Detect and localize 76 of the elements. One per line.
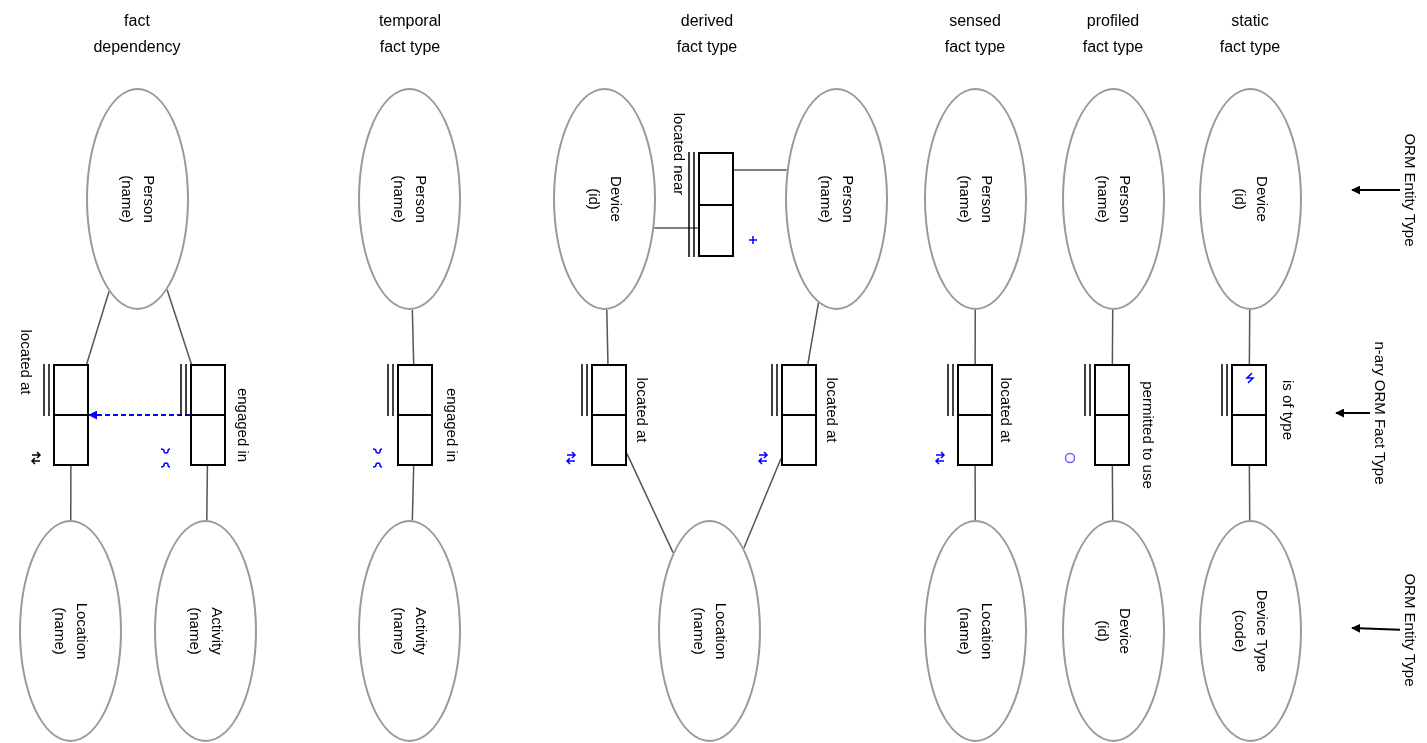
column-heading: static fact type bbox=[1219, 11, 1281, 57]
connector-line bbox=[1248, 465, 1251, 521]
role-label: located at bbox=[998, 377, 1014, 443]
entity-label: Person (name) bbox=[117, 174, 159, 225]
fact-type-box bbox=[397, 364, 433, 466]
connector-line bbox=[1248, 309, 1251, 365]
entity-label: Location (name) bbox=[689, 601, 731, 661]
connector-line bbox=[1111, 309, 1114, 365]
role-label: located near bbox=[671, 112, 687, 196]
entity-ellipse bbox=[924, 520, 1027, 742]
entity-ellipse bbox=[86, 88, 189, 310]
annotation-label: ORM Entity Type bbox=[1402, 573, 1418, 687]
connector-line bbox=[653, 227, 699, 229]
role-label: located at bbox=[18, 329, 34, 395]
entity-label: Device (id) bbox=[1093, 607, 1135, 656]
role-label: engaged in bbox=[235, 387, 251, 463]
connector-line bbox=[974, 465, 976, 521]
column-heading: fact dependency bbox=[92, 11, 182, 57]
entity-ellipse bbox=[785, 88, 888, 310]
connector-line bbox=[807, 302, 820, 365]
pointer-arrow bbox=[1351, 623, 1401, 633]
connector-line bbox=[1111, 465, 1114, 521]
connector-line bbox=[733, 169, 788, 171]
fact-type-box bbox=[190, 364, 226, 466]
entity-label: Activity (name) bbox=[185, 606, 227, 657]
fact-type-box bbox=[698, 152, 734, 257]
connector-line bbox=[166, 289, 193, 365]
entity-label: Person (name) bbox=[1093, 174, 1135, 225]
entity-ellipse bbox=[658, 520, 761, 742]
entity-ellipse bbox=[1199, 520, 1302, 742]
pointer-arrow bbox=[1335, 408, 1371, 418]
fact-type-box bbox=[1231, 364, 1267, 466]
column-heading: profiled fact type bbox=[1081, 11, 1145, 57]
entity-ellipse bbox=[358, 520, 461, 742]
entity-ellipse bbox=[924, 88, 1027, 310]
fact-type-box bbox=[1094, 364, 1130, 466]
annotation-label: n-ary ORM Fact Type bbox=[1372, 341, 1388, 485]
entity-ellipse bbox=[154, 520, 257, 742]
entity-label: Person (name) bbox=[389, 174, 431, 225]
entity-ellipse bbox=[19, 520, 122, 742]
connector-line bbox=[85, 290, 110, 365]
role-label: located at bbox=[634, 377, 650, 443]
role-label: engaged in bbox=[444, 387, 460, 463]
entity-ellipse bbox=[553, 88, 656, 310]
role-label: permitted to use bbox=[1140, 381, 1156, 489]
connector-line bbox=[70, 465, 72, 521]
connector-line bbox=[974, 309, 976, 365]
entity-ellipse bbox=[1062, 520, 1165, 742]
connector-line bbox=[411, 309, 415, 365]
column-heading: temporal fact type bbox=[377, 11, 443, 57]
role-label: is of type bbox=[1280, 380, 1296, 440]
fact-type-box bbox=[957, 364, 993, 466]
column-heading: sensed fact type bbox=[943, 11, 1007, 57]
connector-line bbox=[606, 309, 609, 365]
entity-label: Device (id) bbox=[1230, 175, 1272, 224]
fact-type-box bbox=[781, 364, 817, 466]
entity-label: Activity (name) bbox=[389, 606, 431, 657]
pointer-arrow bbox=[1351, 185, 1401, 195]
connector-line bbox=[206, 465, 209, 521]
entity-label: Device (id) bbox=[584, 175, 626, 224]
annotation-label: ORM Entity Type bbox=[1402, 133, 1418, 247]
entity-ellipse bbox=[1199, 88, 1302, 310]
entity-ellipse bbox=[358, 88, 461, 310]
connector-line bbox=[743, 457, 782, 549]
entity-label: Location (name) bbox=[50, 601, 92, 661]
entity-label: Person (name) bbox=[816, 174, 858, 225]
entity-label: Location (name) bbox=[955, 601, 997, 661]
role-label: located at bbox=[824, 377, 840, 443]
column-heading: derived fact type bbox=[675, 11, 739, 57]
entity-label: Device Type (code) bbox=[1230, 588, 1272, 675]
dependency-arrow bbox=[88, 410, 191, 420]
fact-type-box bbox=[591, 364, 627, 466]
fact-type-box bbox=[53, 364, 89, 466]
connector-line bbox=[411, 465, 415, 521]
entity-label: Person (name) bbox=[955, 174, 997, 225]
entity-ellipse bbox=[1062, 88, 1165, 310]
